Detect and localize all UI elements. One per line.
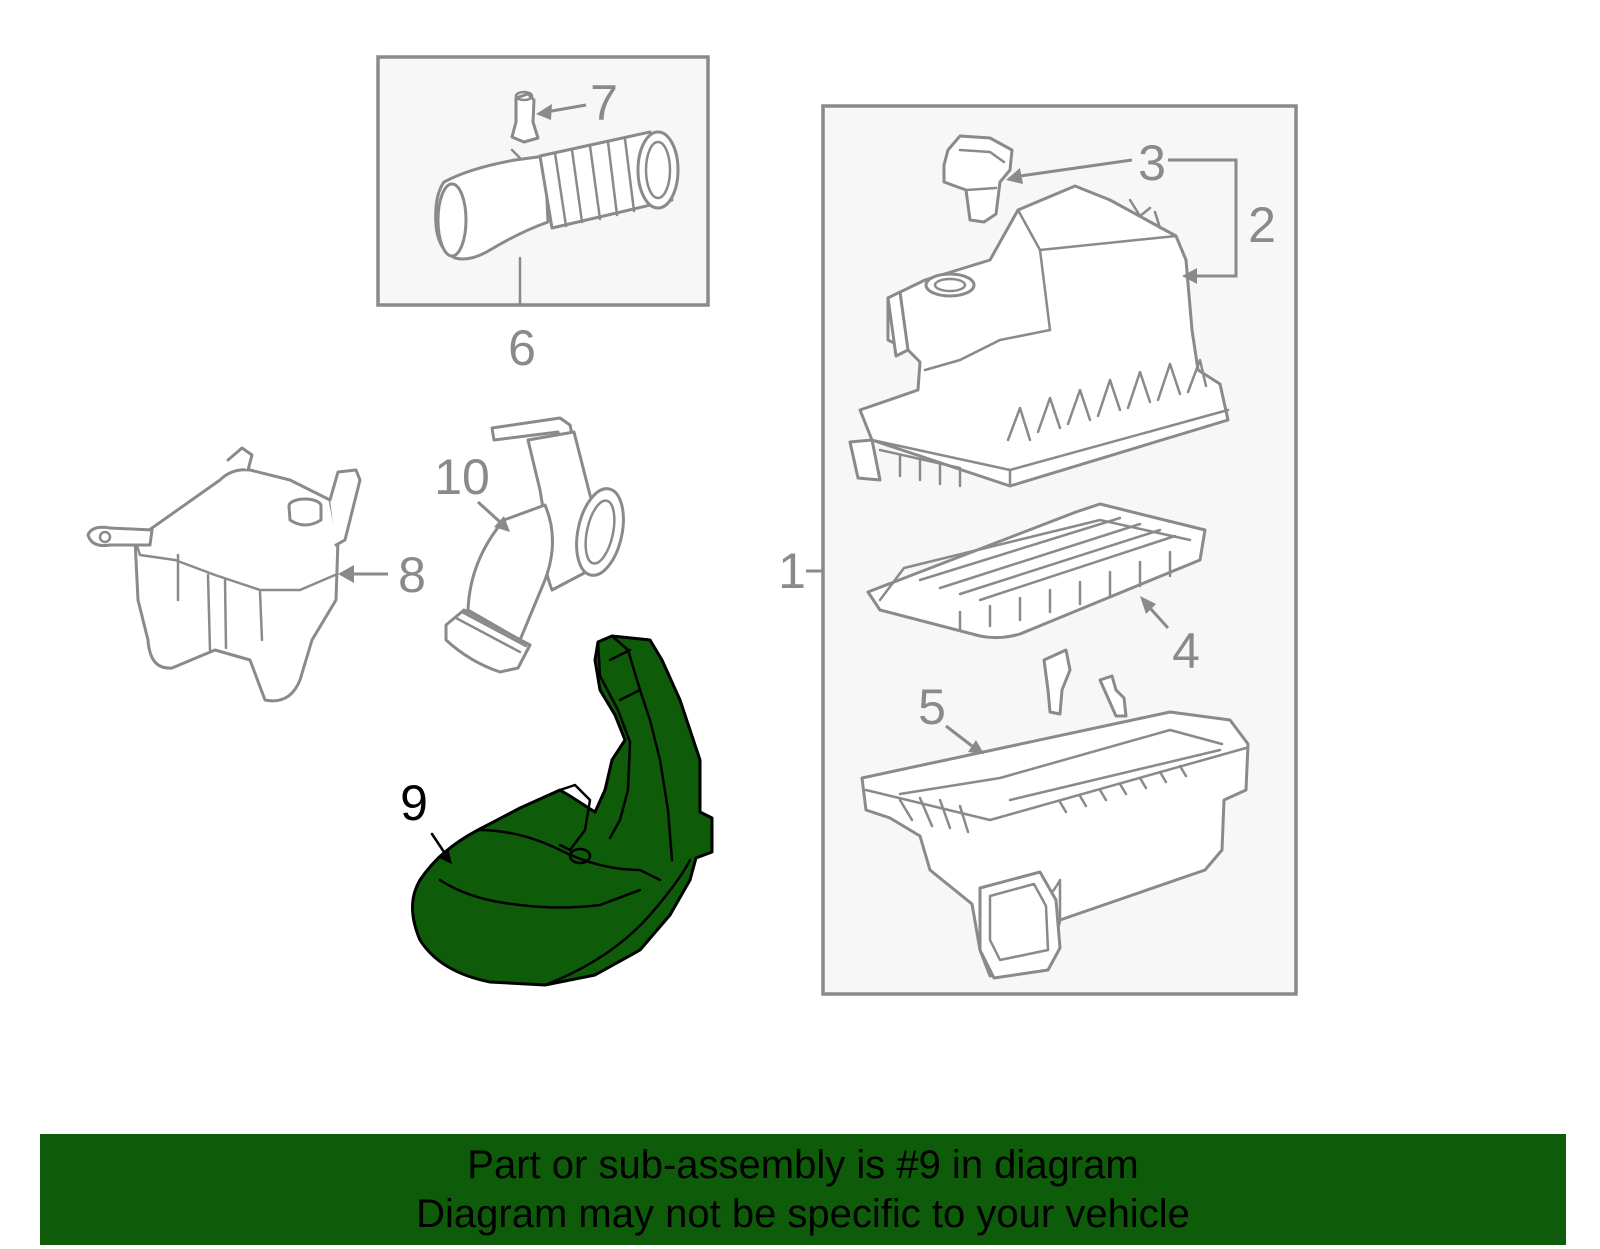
banner-line-2: Diagram may not be specific to your vehi… bbox=[416, 1191, 1190, 1236]
part-4-air-filter[interactable] bbox=[866, 502, 1207, 640]
callout-7: 7 bbox=[590, 75, 618, 131]
part-8-reservoir[interactable] bbox=[86, 446, 362, 703]
callout-5: 5 bbox=[918, 679, 946, 735]
part-2-upper-case[interactable] bbox=[848, 184, 1230, 488]
callout-1: 1 bbox=[778, 543, 806, 599]
callout-9: 9 bbox=[400, 775, 428, 831]
callout-10: 10 bbox=[434, 449, 490, 505]
callout-8: 8 bbox=[398, 547, 426, 603]
callout-6: 6 bbox=[508, 320, 536, 376]
part-3-airflow-sensor[interactable] bbox=[942, 134, 1014, 224]
callout-3: 3 bbox=[1138, 135, 1166, 191]
info-banner: Part or sub-assembly is #9 in diagram Di… bbox=[40, 1134, 1566, 1245]
callout-4: 4 bbox=[1172, 623, 1200, 679]
part-9-intake-duct-highlighted[interactable] bbox=[411, 634, 714, 987]
callout-2: 2 bbox=[1248, 197, 1276, 253]
part-5-lower-case[interactable] bbox=[860, 648, 1250, 980]
part-10-air-duct[interactable] bbox=[444, 416, 631, 674]
part-6-intake-hose[interactable] bbox=[434, 90, 680, 307]
banner-line-1: Part or sub-assembly is #9 in diagram bbox=[467, 1142, 1139, 1187]
